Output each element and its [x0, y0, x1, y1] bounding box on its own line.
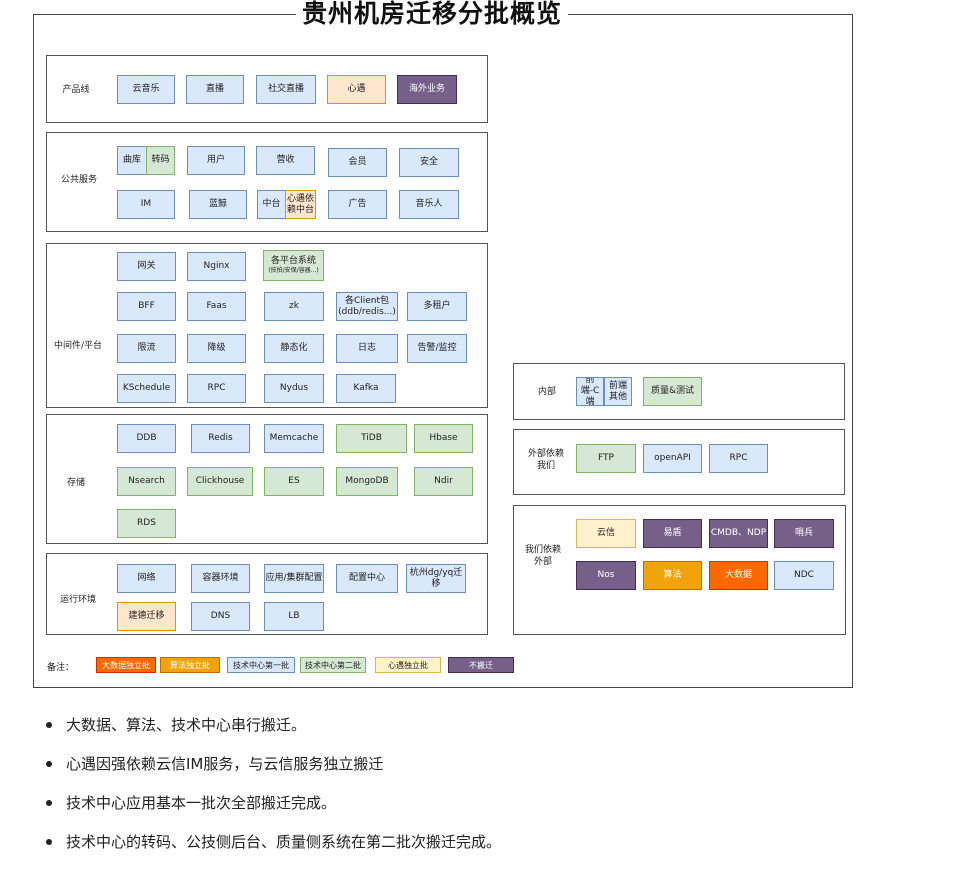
node-degrade: 降级: [187, 334, 246, 363]
bullet-icon: [46, 722, 52, 728]
note-text: 大数据、算法、技术中心串行搬迁。: [66, 716, 307, 734]
node-yidun: 易盾: [643, 519, 702, 548]
node-quality-test: 质量&测试: [643, 377, 702, 406]
node-bff: BFF: [117, 292, 176, 321]
bullet-icon: [46, 800, 52, 806]
group-label-runtime: 运行环境: [59, 595, 96, 605]
note-item: 心遇因强依赖云信IM服务，与云信服务独立搬迁: [44, 751, 501, 790]
node-nginx: Nginx: [187, 252, 246, 281]
node-jiande-migration: 建德迁移: [117, 602, 176, 631]
node-ndc: NDC: [774, 561, 834, 590]
node-faas: Faas: [187, 292, 246, 321]
node-hbase: Hbase: [414, 424, 473, 453]
node-container-env: 容器环境: [191, 564, 250, 593]
node-platform-systems: 各平台系统 (技拍/安保/容器...): [263, 250, 324, 281]
node-openapi: openAPI: [643, 444, 702, 473]
node-platform-systems-sub: (技拍/安保/容器...): [268, 267, 319, 274]
node-platform-systems-title: 各平台系统: [270, 256, 316, 266]
node-ftp: FTP: [576, 444, 636, 473]
node-sentinel: 哨兵: [774, 519, 834, 548]
legend-tech-batch-1: 技术中心第一批: [227, 657, 295, 673]
group-label-internal: 内部: [537, 387, 556, 397]
node-bigdata: 大数据: [709, 561, 768, 590]
node-overseas: 海外业务: [397, 75, 457, 104]
node-lb: LB: [264, 602, 324, 631]
node-revenue: 营收: [256, 146, 315, 175]
node-user: 用户: [187, 146, 245, 175]
node-app-cluster-config: 应用/集群配置: [264, 564, 324, 593]
node-yunxin: 云信: [576, 519, 636, 548]
node-kschedule: KSchedule: [117, 374, 176, 403]
node-client-packages: 各Client包(ddb/redis...): [336, 292, 398, 321]
node-network: 网络: [117, 564, 176, 593]
node-member: 会员: [328, 148, 387, 177]
note-item: 技术中心应用基本一批次全部搬迁完成。: [44, 790, 501, 829]
node-algorithm: 算法: [643, 561, 702, 590]
node-memcache: Memcache: [264, 424, 324, 453]
note-text: 心遇因强依赖云信IM服务，与云信服务独立搬迁: [66, 755, 384, 773]
node-rate-limit: 限流: [117, 334, 176, 363]
notes-list: 大数据、算法、技术中心串行搬迁。 心遇因强依赖云信IM服务，与云信服务独立搬迁 …: [44, 712, 501, 868]
bullet-icon: [46, 761, 52, 767]
node-lanjing: 蓝鲸: [189, 190, 247, 219]
node-zk: zk: [264, 292, 324, 321]
node-config-center: 配置中心: [336, 564, 398, 593]
legend-bigdata-batch: 大数据独立批: [96, 657, 156, 673]
legend-no-move: 不搬迁: [448, 657, 514, 673]
node-kafka: Kafka: [336, 374, 396, 403]
node-ddb: DDB: [117, 424, 176, 453]
node-logging: 日志: [336, 334, 398, 363]
node-alert-monitor: 告警/监控: [407, 334, 467, 363]
group-label-middleware: 中间件/平台: [53, 341, 103, 351]
node-rpc-external: RPC: [709, 444, 768, 473]
node-im: IM: [117, 190, 175, 219]
node-cloud-music: 云音乐: [117, 75, 175, 104]
legend-xinyu-batch: 心遇独立批: [375, 657, 441, 673]
node-tidb: TiDB: [336, 424, 407, 453]
node-redis: Redis: [191, 424, 250, 453]
node-xinyu-middle-platform: 心遇依赖中台: [285, 190, 316, 219]
group-label-storage: 存储: [66, 478, 85, 488]
node-staticize: 静态化: [264, 334, 324, 363]
node-nos: Nos: [576, 561, 636, 590]
group-label-external-depends-us: 外部依赖我们: [527, 449, 564, 471]
node-frontend-c: 前端-C端: [576, 377, 604, 406]
node-clickhouse: Clickhouse: [187, 467, 253, 496]
node-rpc-middleware: RPC: [187, 374, 246, 403]
node-cmdb-ndp: CMDB、NDP: [709, 519, 768, 548]
note-item: 技术中心的转码、公技侧后台、质量侧系统在第二批次搬迁完成。: [44, 829, 501, 868]
group-label-public-services: 公共服务: [60, 175, 97, 185]
node-xinyu: 心遇: [327, 75, 386, 104]
node-mongodb: MongoDB: [336, 467, 398, 496]
node-security: 安全: [399, 148, 459, 177]
legend-algorithm-batch: 算法独立批: [160, 657, 220, 673]
group-label-we-depend-external: 我们依赖外部: [524, 545, 561, 567]
diagram-title: 贵州机房迁移分批概览: [296, 0, 569, 30]
legend-tech-batch-2: 技术中心第二批: [300, 657, 366, 673]
bullet-icon: [46, 839, 52, 845]
node-middle-platform: 中台: [257, 190, 286, 219]
note-text: 技术中心应用基本一批次全部搬迁完成。: [66, 794, 337, 812]
node-rds: RDS: [117, 509, 176, 538]
node-multi-tenant: 多租户: [407, 292, 467, 321]
node-live: 直播: [186, 75, 244, 104]
node-social-live: 社交直播: [256, 75, 316, 104]
node-musician: 音乐人: [399, 190, 459, 219]
node-dns: DNS: [191, 602, 250, 631]
note-item: 大数据、算法、技术中心串行搬迁。: [44, 712, 501, 751]
group-label-product-line: 产品线: [62, 85, 90, 95]
node-ads: 广告: [328, 190, 387, 219]
node-nydus: Nydus: [264, 374, 324, 403]
node-ndir: Ndir: [414, 467, 473, 496]
node-nsearch: Nsearch: [117, 467, 176, 496]
node-transcode: 转码: [146, 146, 175, 175]
node-song-library: 曲库: [117, 146, 147, 175]
node-frontend-other: 前端其他: [604, 377, 632, 406]
node-es: ES: [264, 467, 324, 496]
node-gateway: 网关: [117, 252, 176, 281]
node-hangzhou-migration: 杭州dg/yq迁移: [406, 564, 466, 593]
note-text: 技术中心的转码、公技侧后台、质量侧系统在第二批次搬迁完成。: [66, 833, 502, 851]
legend-label: 备注：: [47, 663, 75, 673]
